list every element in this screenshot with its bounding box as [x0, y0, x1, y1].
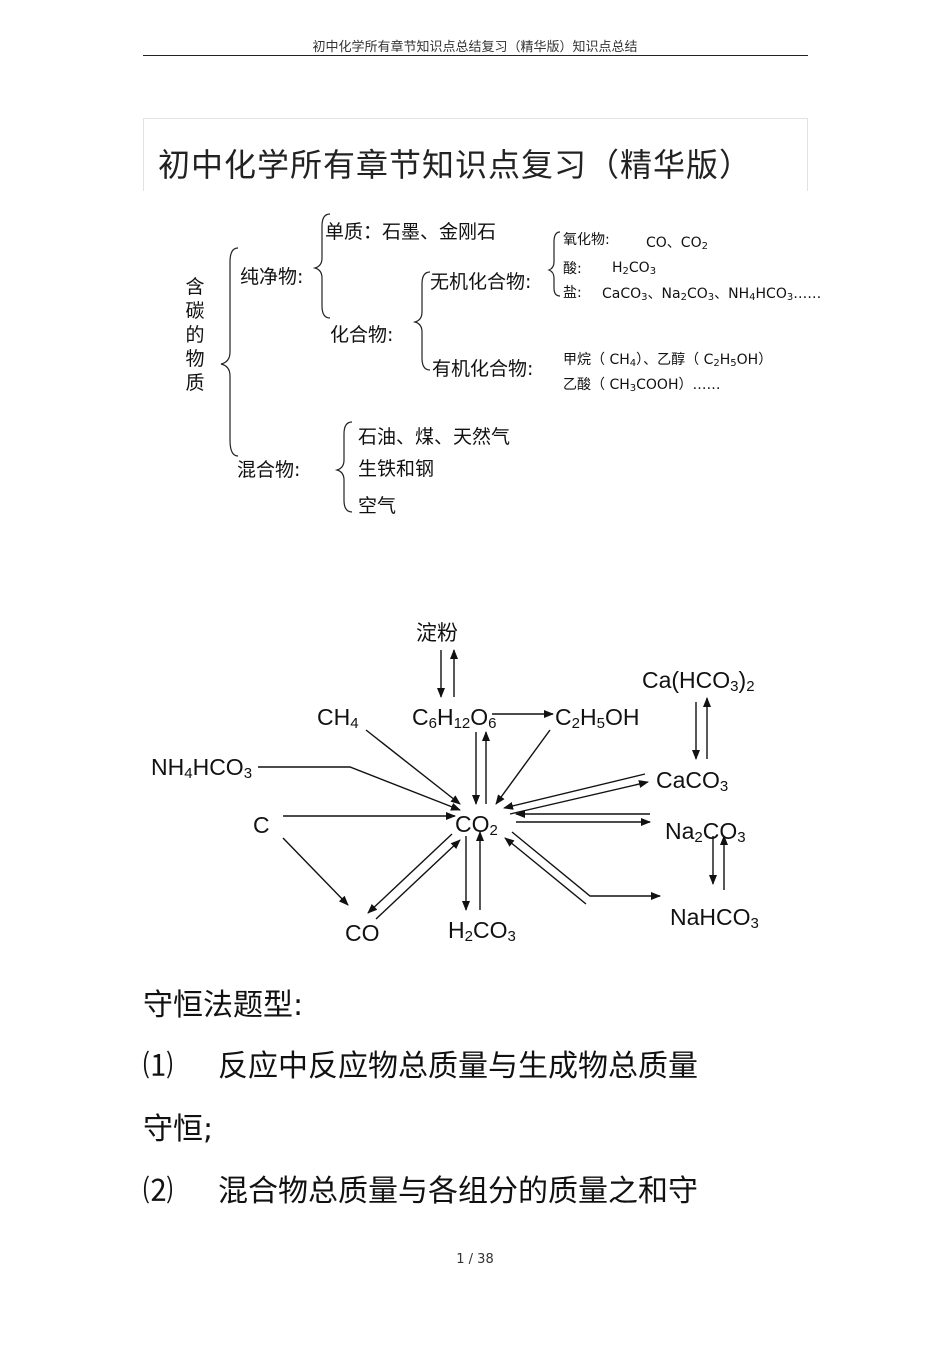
oxide-label: 氧化物: — [563, 232, 610, 248]
oxide-value: CO、CO2 — [646, 235, 708, 252]
mixture-item-1: 石油、煤、天然气 — [358, 426, 511, 448]
mixture-brace — [334, 421, 353, 513]
element-label: 单质：石墨、金刚石 — [325, 221, 497, 243]
acid-label: 酸: — [563, 261, 582, 277]
node-ammonium-bicarbonate: NH4HCO3 — [151, 754, 253, 782]
compound-brace — [412, 271, 431, 371]
node-calcium-bicarbonate: Ca(HCO3)2 — [642, 667, 755, 695]
pure-substance-label: 纯净物: — [240, 266, 304, 288]
organic-line-1: 甲烷（ CH4）、乙醇（ C2H5OH） — [563, 352, 773, 369]
header-rule — [143, 55, 808, 56]
pure-brace — [312, 213, 331, 319]
title-box — [143, 118, 808, 191]
item-2-number: ⑵ — [143, 1174, 173, 1209]
root-brace — [220, 247, 239, 457]
node-carbon-monoxide: CO — [345, 920, 380, 946]
mixture-label: 混合物: — [237, 459, 301, 481]
node-carbonic-acid: H2CO3 — [448, 917, 516, 945]
inorganic-brace — [547, 231, 561, 297]
node-calcium-carbonate: CaCO3 — [656, 767, 729, 795]
mixture-item-2: 生铁和钢 — [358, 458, 435, 480]
node-starch: 淀粉 — [416, 621, 458, 645]
compound-label: 化合物: — [330, 324, 394, 346]
node-carbon-dioxide: CO2 — [455, 811, 498, 839]
salt-label: 盐: — [563, 285, 582, 301]
item-1-continuation: 守恒; — [143, 1112, 214, 1147]
node-methane: CH4 — [317, 704, 359, 732]
mixture-item-3: 空气 — [358, 495, 397, 517]
tree-root-label: 含碳的物质 — [185, 276, 205, 394]
organic-line-2: 乙酸（ CH3COOH）…… — [563, 377, 721, 394]
item-2-text: 混合物总质量与各组分的质量之和守 — [218, 1174, 698, 1209]
item-1-number: ⑴ — [143, 1049, 173, 1084]
running-header: 初中化学所有章节知识点总结复习（精华版）知识点总结 — [312, 40, 638, 55]
acid-value: H2CO3 — [612, 260, 657, 277]
node-sodium-bicarbonate: NaHCO3 — [670, 904, 759, 932]
node-sodium-carbonate: Na2CO3 — [665, 818, 746, 846]
node-ethanol: C2H5OH — [555, 704, 640, 732]
page-number: 1 / 38 — [456, 1252, 494, 1267]
section-title: 守恒法题型: — [143, 988, 304, 1023]
node-carbon: C — [253, 812, 270, 838]
organic-label: 有机化合物: — [432, 358, 534, 380]
item-1-text: 反应中反应物总质量与生成物总质量 — [218, 1049, 698, 1084]
inorganic-label: 无机化合物: — [430, 271, 532, 293]
salt-value: CaCO3、Na2CO3、NH4HCO3…… — [602, 286, 822, 303]
page-title: 初中化学所有章节知识点复习（精华版） — [158, 146, 753, 184]
node-glucose: C6H12O6 — [412, 704, 497, 732]
